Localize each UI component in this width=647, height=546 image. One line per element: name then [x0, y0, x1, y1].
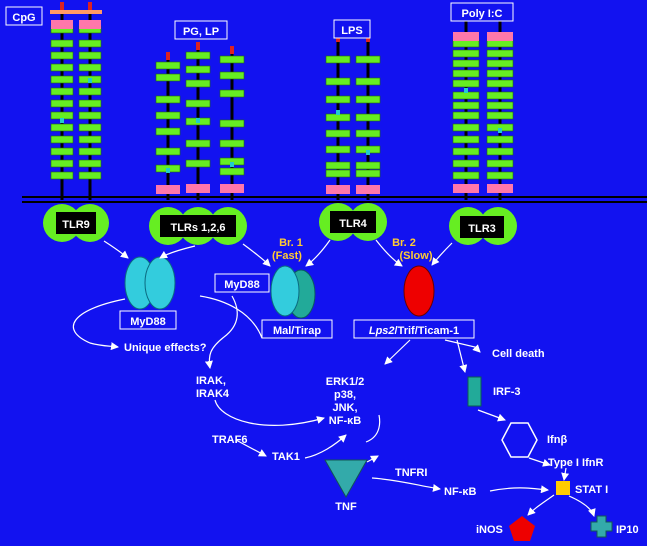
stat1-square — [556, 481, 570, 495]
erk-label: ERK1/2 — [326, 376, 365, 388]
irak-label: IRAK, — [196, 375, 226, 387]
ip10-label: IP10 — [616, 524, 639, 536]
tlr3-receptor-head: TLR3 — [449, 207, 517, 245]
receptor-chains — [50, 2, 514, 200]
traf6-label: TRAF6 — [212, 434, 247, 446]
tlr9-label: TLR9 — [62, 219, 90, 231]
branch-1-label: Br. 1 — [279, 237, 303, 249]
ligand-cpg: CpG — [12, 12, 35, 24]
tlr3-label: TLR3 — [468, 223, 496, 235]
myd88-left-box: MyD88 — [119, 310, 177, 330]
tlr9-receptor-head: TLR9 — [43, 204, 109, 242]
type1-ifnr-label: Type I IfnR — [548, 457, 603, 469]
mal-tirap-protein — [270, 265, 316, 319]
lps2-trif-box: Lps2/Trif/Ticam-1 — [353, 319, 475, 339]
ligand-cpg-box: CpG — [5, 6, 43, 26]
myd88-left-protein — [124, 256, 176, 310]
ligand-poly-ic: Poly I:C — [462, 8, 503, 20]
ligand-pg-lp-box: PG, LP — [174, 20, 228, 40]
ligand-lps: LPS — [341, 25, 362, 37]
branch-1-sub-label: (Fast) — [272, 250, 302, 262]
irak4-label: IRAK4 — [196, 388, 230, 400]
ligand-poly-ic-box: Poly I:C — [450, 2, 514, 22]
jnk-label: JNK, — [332, 402, 357, 414]
tlr4-label: TLR4 — [339, 218, 367, 230]
pathway-arrows — [72, 239, 596, 517]
node-labels: Unique effects? IRAK, IRAK4 TRAF6 TAK1 E… — [124, 342, 639, 536]
tlr4-receptor-head: TLR4 — [319, 203, 387, 241]
nf-kb-mid-label: NF-κB — [329, 415, 361, 427]
branch-2-label: Br. 2 — [392, 237, 416, 249]
lps2-italic: Lps2 — [369, 325, 395, 337]
inos-pentagon — [509, 516, 535, 541]
tnf-triangle — [324, 459, 368, 499]
myd88-top-box: MyD88 — [214, 273, 270, 293]
tlrs126-receptor-head: TLRs 1,2,6 — [149, 207, 247, 245]
myd88-top-label: MyD88 — [224, 279, 259, 291]
ifnb-label: Ifnβ — [547, 434, 567, 446]
mal-tirap-label: Mal/Tirap — [273, 325, 321, 337]
nf-kb-low-label: NF-κB — [444, 486, 476, 498]
tnf-label: TNF — [335, 501, 357, 513]
tak1-label: TAK1 — [272, 451, 300, 463]
tlrs126-label: TLRs 1,2,6 — [170, 222, 225, 234]
p38-label: p38, — [334, 389, 356, 401]
trif-protein — [403, 265, 435, 317]
irf3-rect — [467, 376, 482, 407]
stat1-label: STAT I — [575, 484, 608, 496]
inos-label: iNOS — [476, 524, 503, 536]
mal-tirap-box: Mal/Tirap — [261, 319, 333, 339]
lps2-trif-label: Lps2/Trif/Ticam-1 — [369, 325, 459, 337]
ip10-cross — [590, 515, 613, 538]
unique-effects-label: Unique effects? — [124, 342, 207, 354]
ifnb-hexagon — [501, 422, 538, 458]
irf3-label: IRF-3 — [493, 386, 521, 398]
ligand-lps-box: LPS — [333, 19, 371, 39]
trif-ticam-text: /Trif/Ticam-1 — [395, 325, 460, 337]
tnfri-label: TNFRI — [395, 467, 427, 479]
myd88-left-label: MyD88 — [130, 316, 165, 328]
branch-2-sub-label: (Slow) — [400, 250, 433, 262]
ligand-pg-lp: PG, LP — [183, 26, 219, 38]
cell-death-label: Cell death — [492, 348, 545, 360]
